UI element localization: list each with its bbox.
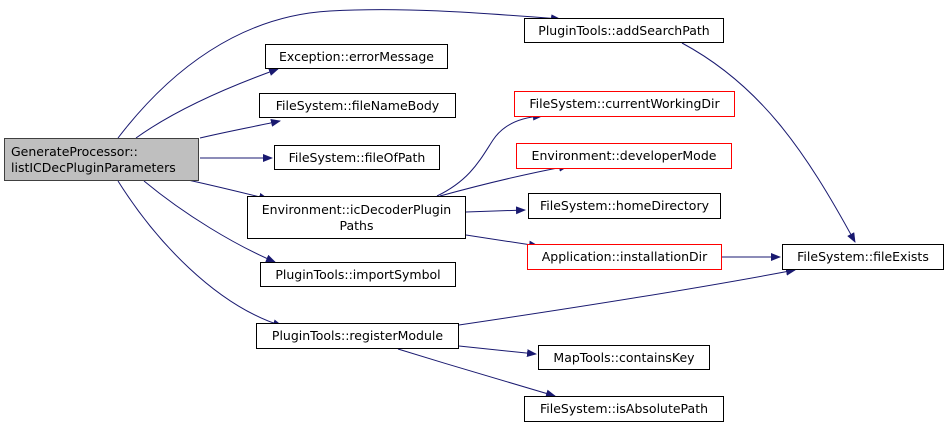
edge-root-to-registerModule xyxy=(117,180,283,328)
node-filesystem-filenamebody[interactable]: FileSystem::fileNameBody xyxy=(259,93,456,118)
node-filesystem-fileexists[interactable]: FileSystem::fileExists xyxy=(782,244,944,270)
edge-registerModule-to-fileExists xyxy=(458,267,796,326)
edge-registerModule-to-containsKey xyxy=(458,345,537,358)
node-generateprocessor-listicdecpluginparameters: GenerateProcessor:: listICDecPluginParam… xyxy=(4,138,199,181)
node-plugintools-registermodule[interactable]: PluginTools::registerModule xyxy=(256,323,459,349)
edge-root-to-errorMessage xyxy=(135,68,279,139)
node-plugintools-importsymbol[interactable]: PluginTools::importSymbol xyxy=(260,262,456,287)
edge-root-to-addSearchPath xyxy=(117,9,561,139)
edge-icDecoderPluginPaths-to-homeDirectory xyxy=(465,206,526,215)
edge-icDecoderPluginPaths-to-developerMode xyxy=(439,163,569,197)
node-environment-icdecoderpluginpaths[interactable]: Environment::icDecoderPlugin Paths xyxy=(247,196,466,239)
node-maptools-containskey[interactable]: MapTools::containsKey xyxy=(538,345,710,370)
node-plugintools-addsearchpath[interactable]: PluginTools::addSearchPath xyxy=(524,18,724,43)
edge-addSearchPath-to-fileExists xyxy=(681,42,856,243)
node-filesystem-currentworkingdir[interactable]: FileSystem::currentWorkingDir xyxy=(514,91,735,117)
node-filesystem-fileofpath[interactable]: FileSystem::fileOfPath xyxy=(274,145,440,170)
edge-root-to-importSymbol xyxy=(143,180,276,263)
node-application-installationdir[interactable]: Application::installationDir xyxy=(527,244,722,270)
edge-registerModule-to-isAbsolutePath xyxy=(397,348,556,398)
edge-icDecoderPluginPaths-to-currentWorkingDir xyxy=(436,112,543,197)
edge-root-to-fileNameBody xyxy=(199,118,281,139)
node-exception-errormessage[interactable]: Exception::errorMessage xyxy=(265,44,448,69)
node-environment-developermode[interactable]: Environment::developerMode xyxy=(516,143,732,169)
node-filesystem-homedirectory[interactable]: FileSystem::homeDirectory xyxy=(528,193,721,219)
node-root-line1: GenerateProcessor:: xyxy=(11,143,138,159)
node-root-line2: listICDecPluginParameters xyxy=(11,159,176,175)
node-filesystem-isabsolutepath[interactable]: FileSystem::isAbsolutePath xyxy=(524,396,724,422)
edge-icDecoderPluginPaths-to-installationDir xyxy=(465,234,539,249)
